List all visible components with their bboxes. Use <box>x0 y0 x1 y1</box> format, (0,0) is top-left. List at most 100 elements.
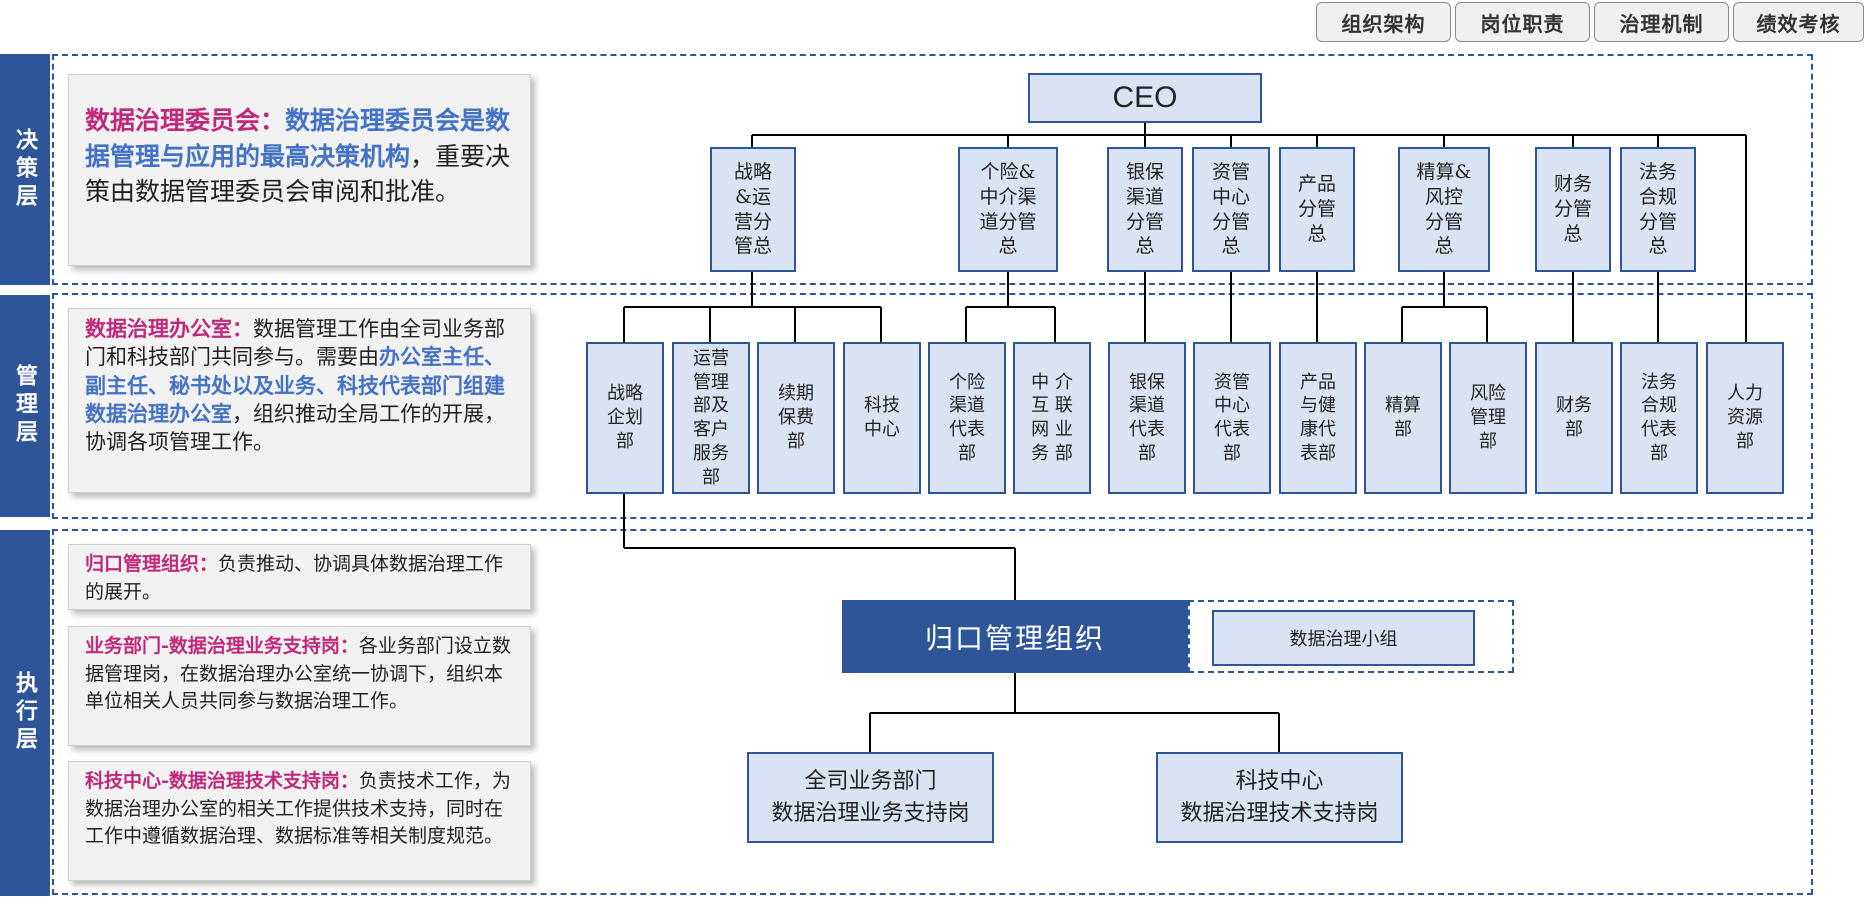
department-label-line: 中 介 <box>1031 371 1073 393</box>
executive-label-line: 法务 <box>1638 161 1677 184</box>
committee-title: 数据治理委员会： <box>85 106 286 135</box>
department-label-line: 中心 <box>864 419 900 440</box>
executive-box: 精算&风控分管总 <box>1398 147 1490 272</box>
office-highlight: 办公室主任、副主任、秘书处以及业务、科技代表部门组建数据治理办公室 <box>85 344 505 427</box>
department-box: 战略企划部 <box>586 342 664 494</box>
executive-label-line: 合规 <box>1638 185 1677 208</box>
department-box: 个险渠道代表部 <box>928 342 1006 494</box>
execution-zone <box>52 529 1813 895</box>
department-label-line: 康代 <box>1300 419 1336 440</box>
executive-label-line: 风控 <box>1424 185 1463 208</box>
business-support-text: 各业务部门设立数据管理岗，在数据治理办公室统一协调下，组织本单位相关人员共同参与… <box>85 635 511 713</box>
department-label-line: 个险 <box>949 371 985 393</box>
department-box: 精算部 <box>1364 342 1442 494</box>
layer-decision-label: 决策层 <box>0 54 50 285</box>
executive-label-line: &运 <box>735 185 771 208</box>
department-label-line: 客户 <box>693 419 729 440</box>
department-label-line: 部 <box>702 466 720 488</box>
department-label-line: 渠道 <box>1129 395 1165 417</box>
department-label-line: 部 <box>616 430 634 452</box>
department-box: 资管中心代表部 <box>1193 342 1271 494</box>
executive-label-line: 产品 <box>1297 173 1336 196</box>
department-label-line: 部 <box>1479 430 1497 452</box>
executive-label-line: 分管 <box>1553 198 1592 221</box>
department-label-line: 中心 <box>1214 395 1250 417</box>
support-post-label-line: 数据治理技术支持岗 <box>1180 800 1379 826</box>
department-label-line: 保费 <box>778 407 814 429</box>
department-label-line: 部 <box>1223 442 1241 464</box>
department-label-line: 部 <box>1394 419 1412 440</box>
executive-label-line: 总 <box>1135 235 1155 258</box>
central-org-text: 负责推动、协调具体数据治理工作的展开。 <box>85 553 504 603</box>
department-label-line: 服务 <box>693 442 729 464</box>
central-org-box: 归口管理组织 <box>842 600 1188 673</box>
department-label-line: 部 <box>1138 442 1156 464</box>
executive-box: 资管中心分管总 <box>1192 147 1270 272</box>
department-label-line: 合规 <box>1641 395 1677 417</box>
office-text-1: 数据管理工作由全司业务部门和科技部门共同参与。需要由 <box>85 317 505 370</box>
executive-label-line: 总 <box>1648 235 1668 258</box>
support-post-label-line: 全司业务部门 <box>804 768 937 794</box>
executive-box: 财务分管总 <box>1535 147 1611 272</box>
department-box: 法务合规代表部 <box>1620 342 1698 494</box>
department-label-line: 企划 <box>607 407 643 429</box>
executive-label-line: 总 <box>998 235 1018 258</box>
department-label-line: 产品 <box>1300 371 1336 393</box>
department-label-line: 资管 <box>1214 371 1250 393</box>
executive-label-line: 中心 <box>1211 185 1250 208</box>
committee-highlight: 数据治理委员会是数据管理与应用的最高决策机构 <box>85 106 511 171</box>
committee-text: ，重要决策由数据管理委员会审阅和批准。 <box>85 141 511 207</box>
office-title: 数据治理办公室： <box>85 316 253 341</box>
support-post-label-line: 科技中心 <box>1235 768 1324 794</box>
layer-execution-label: 执行层 <box>0 530 50 896</box>
executive-label-line: 精算& <box>1416 161 1472 184</box>
decision-zone <box>52 54 1813 285</box>
layer-management-label: 管理层 <box>0 295 50 517</box>
group-dashed-frame <box>1188 600 1514 673</box>
executive-label-line: 个险& <box>980 161 1036 184</box>
committee-card: 数据治理委员会：数据治理委员会是数据管理与应用的最高决策机构，重要决策由数据管理… <box>68 74 531 266</box>
executive-label-line: 总 <box>1221 235 1241 258</box>
executive-label-line: 营分 <box>733 210 772 233</box>
department-box: 续期保费部 <box>757 342 835 494</box>
executive-label-line: 分管 <box>1125 210 1164 233</box>
executive-label-line: 管总 <box>733 235 772 258</box>
executive-label-line: 中介渠 <box>979 185 1037 208</box>
tech-support-title: 科技中心-数据治理技术支持岗： <box>85 770 359 792</box>
executive-label-line: 渠道 <box>1125 185 1164 208</box>
tab-org-structure[interactable]: 组织架构 <box>1316 2 1451 42</box>
office-text-2: ，组织推动全局工作的开展，协调各项管理工作。 <box>85 402 505 455</box>
department-box: 产品与健康代表部 <box>1279 342 1357 494</box>
department-box: 中 介互 联网 业务 部 <box>1013 342 1091 494</box>
executive-label-line: 财务 <box>1553 173 1592 196</box>
executive-label-line: 总 <box>1434 235 1454 258</box>
tab-job-duties[interactable]: 岗位职责 <box>1455 2 1590 42</box>
business-support-card: 业务部门-数据治理业务支持岗：各业务部门设立数据管理岗，在数据治理办公室统一协调… <box>68 626 531 746</box>
executive-label-line: 道分管 <box>979 210 1037 233</box>
executive-label-line: 资管 <box>1211 161 1250 184</box>
department-box: 风险管理部 <box>1449 342 1527 494</box>
executive-label-line: 分管 <box>1424 210 1463 233</box>
department-label-line: 表部 <box>1300 442 1336 464</box>
tab-governance-mechanism[interactable]: 治理机制 <box>1594 2 1729 42</box>
department-box: 银保渠道代表部 <box>1108 342 1186 494</box>
tech-support-text: 负责技术工作，为数据治理办公室的相关工作提供技术支持，同时在工作中遵循数据治理、… <box>85 770 511 848</box>
department-label-line: 财务 <box>1556 395 1592 417</box>
executive-label-line: 总 <box>1563 222 1583 245</box>
department-label-line: 部 <box>958 442 976 464</box>
support-post-label-line: 数据治理业务支持岗 <box>771 800 970 826</box>
department-label-line: 网 业 <box>1031 419 1073 440</box>
department-label-line: 代表 <box>1129 419 1165 440</box>
department-label-line: 代表 <box>1214 419 1250 440</box>
department-label-line: 渠道 <box>949 395 985 417</box>
tab-performance-review[interactable]: 绩效考核 <box>1733 2 1864 42</box>
department-label-line: 部 <box>1736 430 1754 452</box>
department-label-line: 精算 <box>1385 395 1421 417</box>
department-box: 人力资源部 <box>1706 342 1784 494</box>
office-card: 数据治理办公室：数据管理工作由全司业务部门和科技部门共同参与。需要由办公室主任、… <box>68 308 531 493</box>
executive-label-line: 银保 <box>1125 161 1164 184</box>
department-label-line: 代表 <box>1641 419 1677 440</box>
department-label-line: 风险 <box>1470 383 1506 405</box>
ceo-box: CEO <box>1028 73 1262 123</box>
